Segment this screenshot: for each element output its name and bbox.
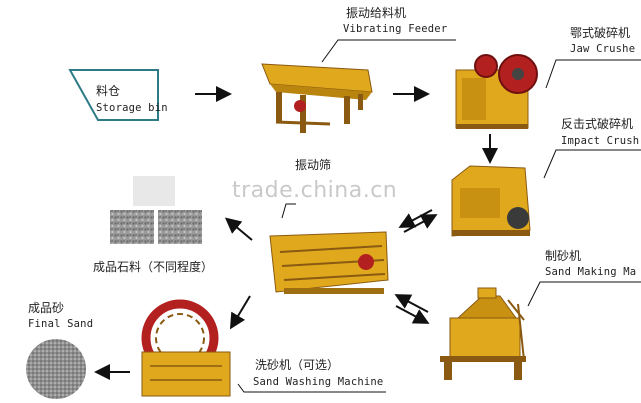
vibrating-feeder-label-en: Vibrating Feeder [343,23,448,35]
jaw-crusher-machine [455,54,538,129]
finished-stone-samples [110,176,202,244]
arrow-screen-to-stone [224,217,253,241]
storage-bin-label-en: Storage bin [96,102,168,114]
sand-washing-machine [141,299,231,397]
storage-bin-label-zh: 料仓 [96,84,121,98]
jaw-crusher-label-en: Jaw Crushe [570,43,636,55]
jaw-crusher-label-zh: 鄂式破碎机 [570,26,631,40]
sand-making-machine [440,287,526,380]
impact-crusher-label-zh: 反击式破碎机 [561,117,634,131]
label-leader-lines [237,39,641,393]
sand-washing-label-zh: 洗砂机（可选） [255,358,340,372]
final-sand-label-en: Final Sand [28,318,94,330]
finished-stone-label-zh: 成品石料（不同程度） [93,260,214,274]
vibrating-screen-machine [269,231,389,294]
vibrating-screen-label-zh: 振动筛 [295,158,332,172]
sand-making-label-zh: 制砂机 [545,249,582,263]
final-sand-label-zh: 成品砂 [28,301,65,315]
final-sand-sample [26,339,86,399]
impact-crusher-label-en: Impact Crush [561,135,640,147]
arrow-screen-to-sandmaker [395,305,430,324]
vibrating-feeder-machine [261,63,373,133]
storage-bin-shape [68,69,159,121]
flow-arrows [94,86,498,380]
impact-crusher-machine [451,165,531,237]
arrow-screen-to-washer [229,295,251,330]
vibrating-feeder-label-zh: 振动给料机 [346,6,407,20]
sand-making-label-en: Sand Making Ma [545,266,637,278]
arrow-screen-to-impact [403,214,438,233]
watermark: trade.china.cn [232,178,398,203]
sand-washing-label-en: Sand Washing Machine [253,376,384,388]
arrow-impact-to-screen [398,209,433,228]
